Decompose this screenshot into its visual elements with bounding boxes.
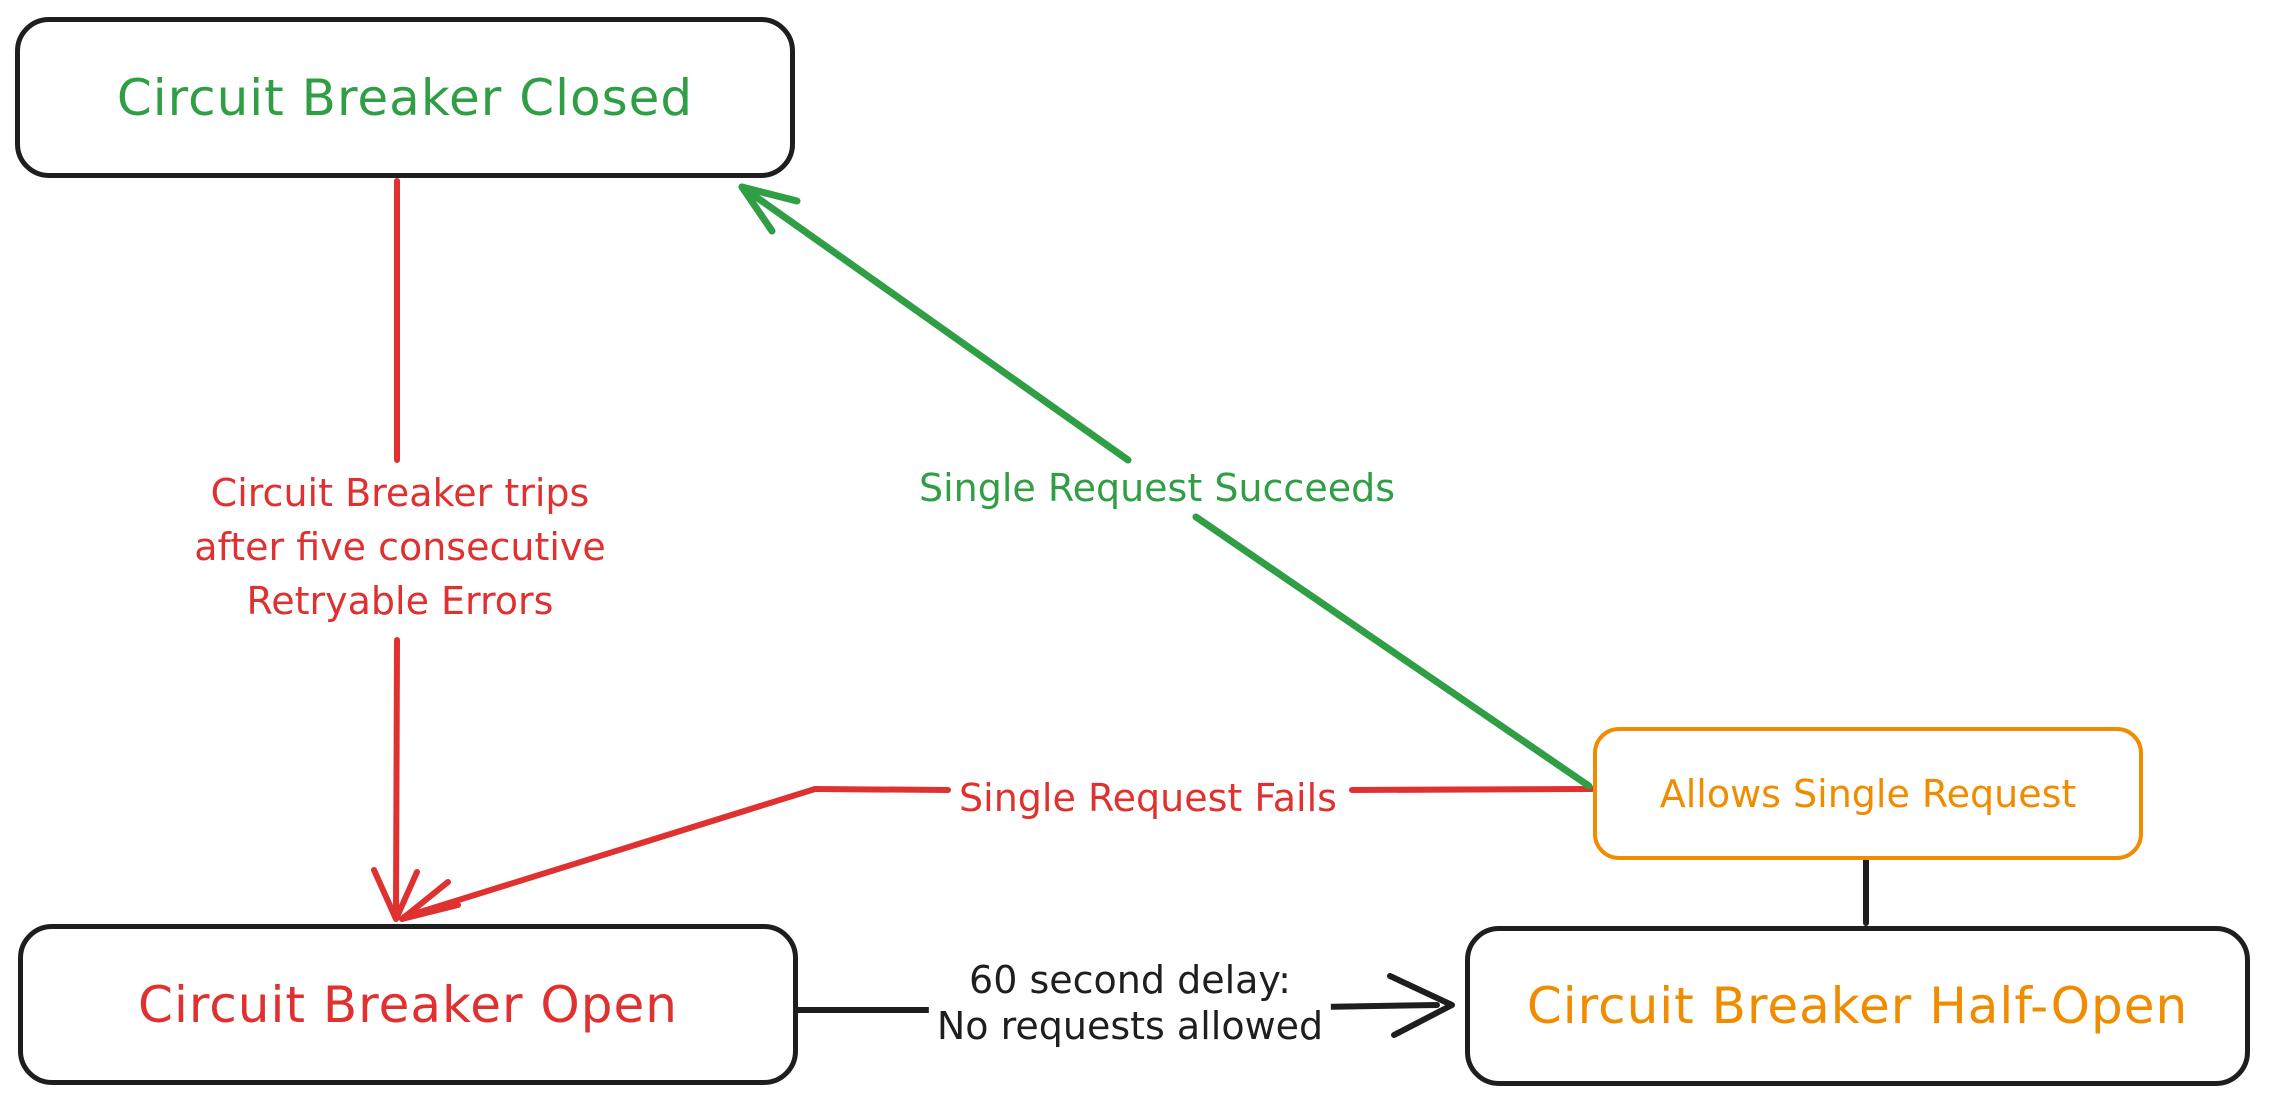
edge-succeeds-arrowhead <box>738 183 801 235</box>
edge-trips-line-bottom <box>393 637 400 915</box>
edge-delay-line-right <box>1315 1002 1440 1010</box>
edge-delay-label: 60 second delay: No requests allowed <box>928 957 1332 1049</box>
edge-trips-label-line-1: Circuit Breaker trips <box>210 471 590 515</box>
edge-succeeds-line-top <box>738 183 1132 464</box>
node-circuit-breaker-half-open-label: Circuit Breaker Half-Open <box>1526 977 2189 1035</box>
edge-fails-line-middle <box>812 786 951 793</box>
edge-delay-arrowhead <box>1387 973 1455 1038</box>
node-allows-single-request-label: Allows Single Request <box>1659 771 2077 816</box>
edge-trips-label: Circuit Breaker trips after five consecu… <box>194 466 606 628</box>
edge-trips-label-line-2: after five consecutive <box>194 525 606 569</box>
edge-fails-arrowhead <box>399 879 461 922</box>
edge-fails-label: Single Request Fails <box>951 771 1345 825</box>
node-circuit-breaker-closed: Circuit Breaker Closed <box>15 17 795 178</box>
edge-trips-arrowhead <box>371 867 420 922</box>
node-allows-single-request: Allows Single Request <box>1593 727 2143 860</box>
node-circuit-breaker-open-label: Circuit Breaker Open <box>138 975 678 1034</box>
edge-succeeds-line-bottom <box>1192 513 1593 790</box>
node-circuit-breaker-half-open: Circuit Breaker Half-Open <box>1465 926 2250 1086</box>
edge-fails-line-diagonal <box>401 786 818 920</box>
node-circuit-breaker-closed-label: Circuit Breaker Closed <box>116 68 694 127</box>
edge-delay-label-line-1: 60 second delay: <box>969 958 1291 1002</box>
edge-trips-label-line-3: Retryable Errors <box>246 579 554 623</box>
edge-delay-label-line-2: No requests allowed <box>936 1004 1324 1048</box>
edge-fails-line-right <box>1349 786 1595 793</box>
node-circuit-breaker-open: Circuit Breaker Open <box>18 924 798 1085</box>
edge-succeeds-label: Single Request Succeeds <box>918 466 1396 510</box>
